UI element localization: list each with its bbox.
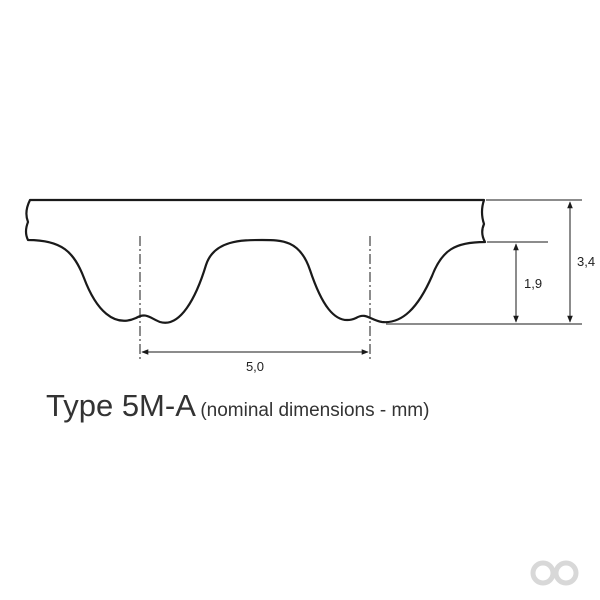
tooth-height-label: 1,9: [524, 276, 542, 291]
caption-subtitle: (nominal dimensions - mm): [200, 400, 430, 421]
infinity-icon: [530, 560, 579, 586]
total-height-label: 3,4: [577, 254, 595, 269]
belt-outline: [24, 198, 487, 324]
pitch-label: 5,0: [246, 359, 264, 374]
diagram-caption: Type 5M-A (nominal dimensions - mm): [46, 388, 429, 424]
caption-title: Type 5M-A: [46, 388, 196, 423]
